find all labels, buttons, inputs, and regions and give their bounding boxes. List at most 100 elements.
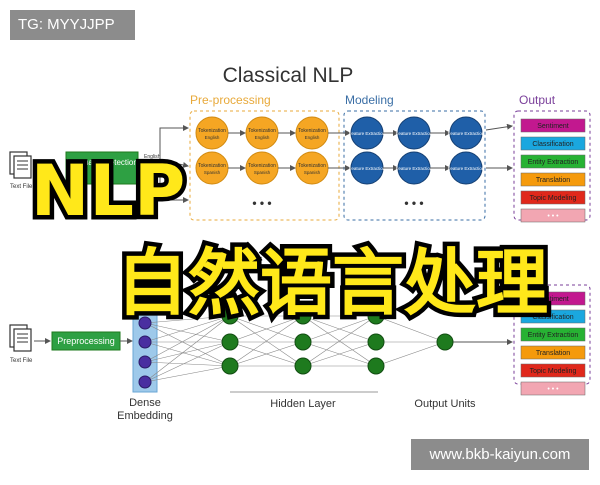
token-row-spanish: TokenizationSpanishTokenizationSpanishTo…: [195, 151, 351, 185]
network-edge: [302, 315, 377, 367]
network-edge: [144, 315, 231, 343]
output-item-label: Translation: [536, 350, 570, 357]
output-item-label: • • •: [547, 213, 559, 220]
network-edge: [229, 315, 304, 367]
modeling-box: [343, 110, 486, 221]
output-item: [520, 208, 586, 223]
network-edge: [302, 341, 377, 367]
hidden-node: [294, 333, 312, 351]
text-file-label-bottom: Text File: [10, 358, 33, 364]
output-item: [520, 118, 586, 133]
token-row-english: TokenizationEnglishTokenizationEnglishTo…: [195, 116, 351, 150]
network-edge: [144, 322, 231, 367]
network-edge: [144, 322, 231, 343]
neural-network: [138, 307, 513, 389]
tokenization-label: Tokenization: [198, 128, 226, 134]
arrow-model-output-1: [485, 123, 513, 131]
feature-node: [449, 151, 483, 185]
output-item-label: Translation: [536, 177, 570, 184]
feature-node: [449, 116, 483, 150]
tokenization-lang-label: English: [305, 135, 320, 140]
preprocessing-box: [189, 110, 340, 221]
feature-label: Feature Extraction: [448, 166, 485, 171]
preprocessing-label-deep: Preprocessing: [57, 336, 115, 346]
embedding-node: [138, 355, 152, 369]
output-item-label: Classification: [532, 141, 573, 148]
tokenization-lang-label: Spanish: [204, 170, 221, 175]
hidden-node: [367, 307, 385, 325]
output-unit-node: [436, 333, 454, 351]
modeling-ellipsis: • • •: [404, 196, 423, 210]
hidden-node: [294, 357, 312, 375]
watermark-top: TG: MYYJJPP: [10, 10, 135, 40]
watermark-bottom: www.bkb-kaiyun.com: [411, 439, 589, 470]
embedding-node: [138, 316, 152, 330]
output-item-label: Topic Modeling: [530, 368, 577, 375]
network-edge: [144, 361, 231, 367]
output-units-label: Output Units: [414, 398, 476, 410]
output-item-label: Entity Extraction: [528, 332, 579, 339]
preprocessing-ellipsis: • • •: [252, 196, 271, 210]
output-item: [520, 291, 586, 306]
output-item: [520, 345, 586, 360]
embedding-node: [138, 375, 152, 389]
document-icon: [9, 324, 32, 352]
feature-label: Feature Extraction: [396, 131, 433, 136]
hidden-node: [221, 333, 239, 351]
language-detection-box: [65, 151, 139, 185]
arrow-to-spanish: [159, 159, 189, 168]
english-branch-label: English: [144, 154, 161, 160]
hidden-node: [367, 357, 385, 375]
network-edge: [144, 341, 231, 363]
network-edge: [302, 315, 377, 343]
dense-label: Dense: [129, 397, 161, 409]
language-detection-label: Language Detection: [66, 158, 138, 167]
network-edge: [144, 315, 231, 383]
hidden-node: [294, 307, 312, 325]
text-file-label: Text File: [10, 184, 33, 190]
tokenization-label: Tokenization: [248, 163, 276, 169]
embedding-label: Embedding: [117, 410, 173, 422]
document-icon: [9, 151, 32, 179]
network-edge: [144, 315, 231, 324]
feature-label: Feature Extraction: [396, 166, 433, 171]
output-item-label: Sentiment: [537, 296, 569, 303]
tokenization-label: Tokenization: [298, 163, 326, 169]
preprocessing-section-label: Pre-processing: [190, 93, 271, 107]
network-edge: [375, 341, 446, 367]
diagram-title: Classical NLP: [223, 64, 354, 87]
output-item-label: Topic Modeling: [530, 195, 577, 202]
feature-row-spanish: Feature Extraction Feature Extraction Feat…: [349, 151, 485, 185]
hidden-node: [221, 357, 239, 375]
output-item: [520, 363, 586, 378]
overlay-chinese: 自然语言处理: [116, 241, 548, 325]
output-item: [520, 172, 586, 187]
network-edge: [375, 315, 446, 343]
tokenization-lang-label: Spanish: [254, 170, 271, 175]
output-section-label: Output: [519, 93, 556, 107]
output-item: [520, 190, 586, 205]
feature-label: Feature Extraction: [448, 131, 485, 136]
arrow-to-more: [159, 160, 189, 203]
tokenization-lang-label: English: [255, 135, 270, 140]
network-edge: [144, 365, 231, 383]
network-edge: [144, 341, 231, 383]
tokenization-label: Tokenization: [298, 128, 326, 134]
hidden-node: [367, 333, 385, 351]
output-item-label: • • •: [547, 386, 559, 393]
embedding-node: [138, 335, 152, 349]
output-item: [520, 154, 586, 169]
modeling-section-label: Modeling: [345, 93, 394, 107]
network-edge: [144, 341, 231, 367]
tokenization-lang-label: English: [205, 135, 220, 140]
hidden-layer-label: Hidden Layer: [270, 398, 336, 410]
network-edge: [144, 315, 231, 363]
feature-label: Feature Extraction: [349, 166, 386, 171]
tokenization-label: Tokenization: [248, 128, 276, 134]
output-item: [520, 309, 586, 324]
